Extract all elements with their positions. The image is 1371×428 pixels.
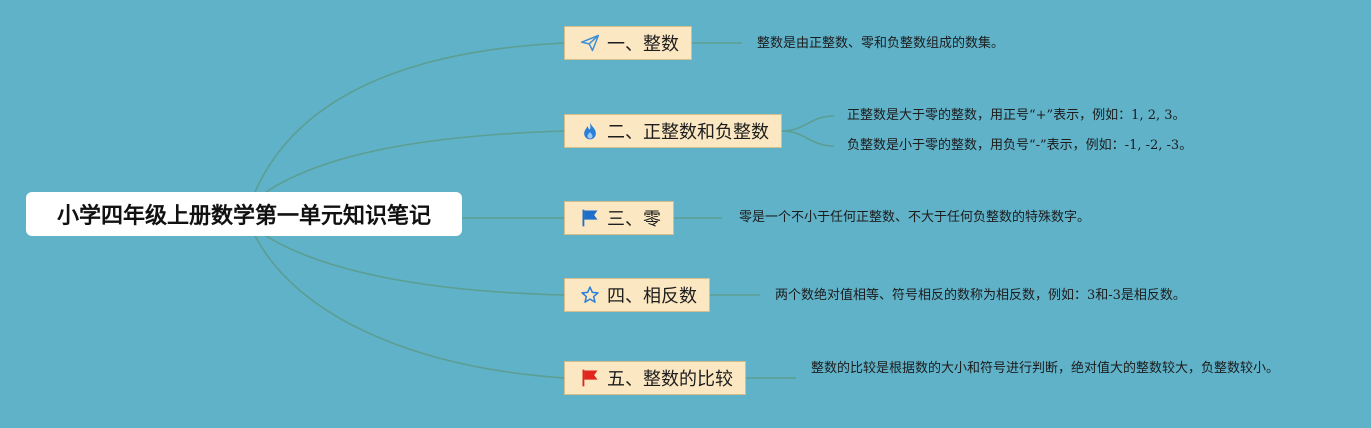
fire-icon [579, 120, 601, 142]
connector-root-b1 [254, 42, 565, 193]
root-topic[interactable]: 小学四年级上册数学第一单元知识笔记 [26, 192, 462, 236]
branch-label: 五、整数的比较 [607, 369, 733, 390]
branch-label: 四、相反数 [607, 286, 697, 307]
branch-positive-negative[interactable]: 二、正整数和负整数 [564, 114, 782, 148]
note-integer-comparison: 整数的比较是根据数的大小和符号进行判断，绝对值大的整数较大，负整数较小。 [811, 361, 1280, 376]
note-integers: 整数是由正整数、零和负整数组成的数集。 [757, 36, 1005, 51]
branch-label: 一、整数 [607, 34, 679, 55]
connector-b2-note2 [781, 130, 835, 147]
branch-opposite-numbers[interactable]: 四、相反数 [564, 278, 710, 312]
red-flag-icon [579, 367, 601, 389]
connector-root-b4 [265, 235, 565, 296]
note-opposite-numbers: 两个数绝对值相等、符号相反的数称为相反数，例如：3和-3是相反数。 [775, 288, 1186, 303]
branch-integer-comparison[interactable]: 五、整数的比较 [564, 361, 746, 395]
star-outline-icon [579, 284, 601, 306]
note-zero: 零是一个不小于任何正整数、不大于任何负整数的特殊数字。 [739, 210, 1091, 225]
connector-b2-note1 [781, 115, 835, 132]
note-positive: 正整数是大于零的整数，用正号“+”表示，例如：1, 2, 3。 [847, 108, 1186, 123]
branch-label: 二、正整数和负整数 [607, 122, 769, 143]
note-negative: 负整数是小于零的整数，用负号“-”表示，例如：-1, -2, -3。 [847, 138, 1193, 153]
blue-flag-icon [579, 207, 601, 229]
branch-integers[interactable]: 一、整数 [564, 26, 692, 60]
paper-plane-icon [579, 32, 601, 54]
root-title: 小学四年级上册数学第一单元知识笔记 [56, 204, 431, 229]
connector-root-b2 [265, 130, 565, 193]
branch-zero[interactable]: 三、零 [564, 201, 674, 235]
branch-label: 三、零 [607, 209, 661, 230]
connector-root-b5 [254, 235, 565, 379]
